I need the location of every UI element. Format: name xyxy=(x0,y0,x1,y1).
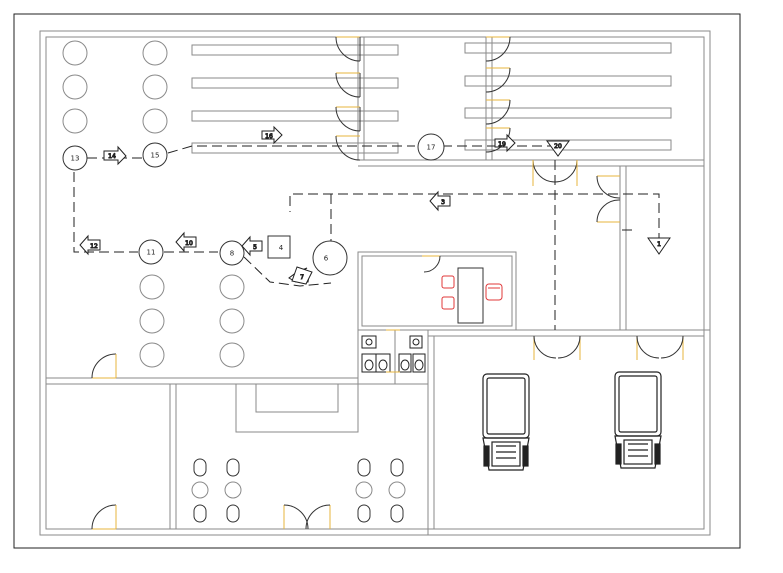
svg-text:5: 5 xyxy=(253,244,257,251)
svg-text:19: 19 xyxy=(498,141,506,148)
door-top-1 xyxy=(335,36,361,62)
node-label: 13 xyxy=(71,155,80,163)
door-side-room xyxy=(596,175,621,223)
flow-path xyxy=(73,145,660,330)
flow-node-6: 6 xyxy=(312,240,348,276)
seating-group-left xyxy=(191,458,242,523)
seating-group-right xyxy=(355,458,406,523)
svg-text:1: 1 xyxy=(657,241,661,248)
door-right-3 xyxy=(485,99,511,125)
svg-text:16: 16 xyxy=(265,133,273,140)
door-top-2 xyxy=(335,72,361,98)
node-label: 17 xyxy=(427,144,436,152)
svg-text:20: 20 xyxy=(554,143,562,150)
arrow-right-icon-19: 19 xyxy=(494,133,516,153)
door-right-1 xyxy=(485,36,511,62)
svg-text:14: 14 xyxy=(108,153,116,160)
long-tables-left xyxy=(191,44,399,154)
flow-triangles: 20 1 xyxy=(546,140,671,255)
arrow-left-icon-5: 5 xyxy=(241,235,263,257)
triangle-marker-20: 20 xyxy=(546,140,570,157)
truck-left-icon xyxy=(482,373,530,471)
toilet-fixtures xyxy=(361,335,426,373)
node-label: 8 xyxy=(230,250,234,258)
door-top-3 xyxy=(335,106,361,132)
numbered-circles: 13 15 11 8 6 17 xyxy=(62,133,445,276)
office-desk xyxy=(457,267,484,324)
door-double-mid xyxy=(532,159,578,186)
box-label: 4 xyxy=(279,244,284,252)
svg-text:7: 7 xyxy=(300,274,304,281)
door-garage-2 xyxy=(636,335,684,360)
door-bottom-left xyxy=(91,504,117,530)
truck-right-icon xyxy=(614,371,662,469)
door-garage-1 xyxy=(533,335,581,360)
door-right-2 xyxy=(485,67,511,93)
node-label: 6 xyxy=(324,255,329,263)
bar-counter xyxy=(235,384,359,433)
door-office xyxy=(422,255,441,273)
door-top-4 xyxy=(335,135,361,161)
drawing-frame xyxy=(13,13,741,549)
arrow-left-icon-3: 3 xyxy=(429,190,451,212)
svg-text:3: 3 xyxy=(441,199,445,206)
building-walls xyxy=(39,30,711,536)
flow-node-15: 15 xyxy=(142,142,168,168)
flow-node-13: 13 xyxy=(62,145,88,171)
arrow-right-icon-16: 16 xyxy=(261,125,283,145)
doors xyxy=(91,36,684,530)
door-left-room xyxy=(91,353,117,379)
arrow-down-icon-7: 7 xyxy=(288,266,313,285)
flow-arrows: 14 16 19 12 10 5 3 7 xyxy=(79,125,516,285)
arrow-right-icon-14: 14 xyxy=(103,145,127,166)
round-tables-top xyxy=(62,40,168,134)
svg-text:10: 10 xyxy=(185,240,193,247)
door-wc xyxy=(386,329,400,373)
node-label: 15 xyxy=(151,152,160,160)
round-tables-middle xyxy=(139,274,245,368)
office-furniture xyxy=(441,267,503,324)
triangle-marker-1: 1 xyxy=(647,237,671,255)
flow-node-8: 8 xyxy=(219,240,245,266)
flow-box-4: 4 xyxy=(267,235,291,259)
svg-text:12: 12 xyxy=(90,243,98,250)
long-tables-right xyxy=(464,42,672,151)
flow-node-17: 17 xyxy=(417,133,445,161)
arrow-left-icon-12: 12 xyxy=(79,234,101,256)
node-label: 11 xyxy=(147,249,156,257)
door-bottom-main xyxy=(283,504,331,530)
flow-node-11: 11 xyxy=(138,239,164,265)
chair-icon xyxy=(441,275,503,310)
arrow-left-icon-10: 10 xyxy=(175,231,197,253)
